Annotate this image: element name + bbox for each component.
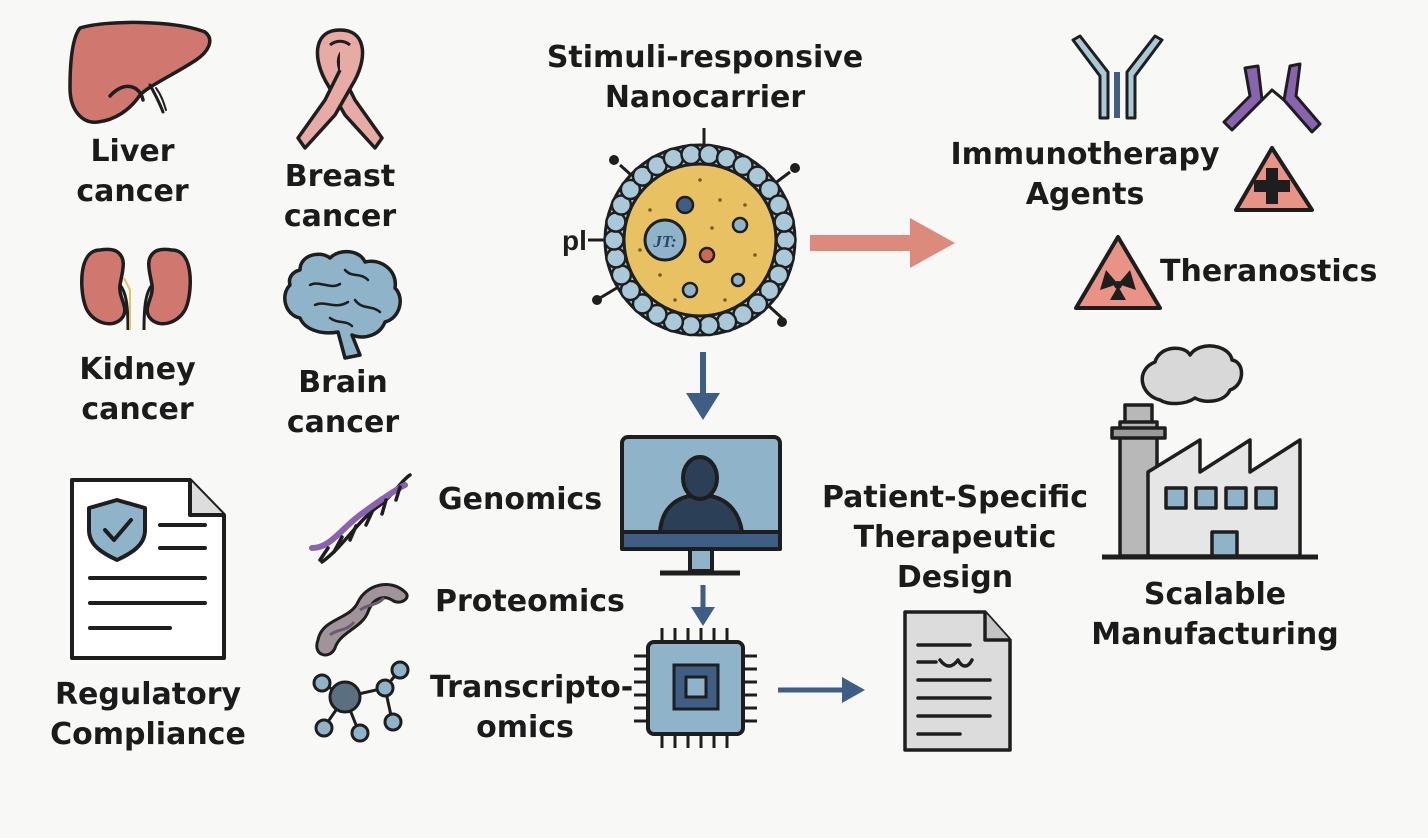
- transcriptomics-line2: omics: [476, 710, 574, 745]
- manufacturing-line2: Manufacturing: [1091, 617, 1339, 652]
- kidney-cancer-line2: cancer: [81, 392, 194, 427]
- liver-cancer-line2: cancer: [76, 174, 189, 209]
- arrow-to-immunotherapy: [810, 218, 955, 268]
- computer-monitor-icon: [620, 435, 782, 576]
- therapeutic-design-line2: Therapeutic: [853, 520, 1057, 555]
- breast-cancer-line2: cancer: [283, 199, 397, 234]
- breast-cancer-line1: Breast: [284, 159, 396, 194]
- immunotherapy-line1: Immunotherapy: [950, 137, 1220, 172]
- ph-label: pl: [562, 225, 587, 256]
- brain-cancer-line1: Brain: [298, 365, 388, 400]
- arrow-to-therapeutic-design: [778, 677, 865, 703]
- theranostics-text: Theranostics: [1160, 254, 1378, 289]
- transcriptomics-line1: Transcripto-: [430, 670, 634, 705]
- brain-cancer-line2: cancer: [286, 405, 400, 440]
- regulatory-compliance-label: Regulatory Compliance: [38, 675, 258, 755]
- nanocarrier-title-line2: Nanocarrier: [604, 80, 806, 115]
- kidney-cancer-label: Kidney cancer: [60, 350, 215, 430]
- liver-cancer-label: Liver cancer: [60, 132, 205, 212]
- radiation-warning-icon: [1074, 235, 1162, 310]
- theranostics-label: Theranostics: [1160, 252, 1390, 292]
- brain-icon: [283, 249, 402, 360]
- nanocarrier-particle: [588, 128, 800, 337]
- liver-icon: [68, 20, 212, 124]
- genomics-label: Genomics: [438, 480, 618, 520]
- brain-cancer-label: Brain cancer: [268, 363, 418, 443]
- immunotherapy-label: Immunotherapy Agents: [940, 135, 1230, 215]
- therapeutic-design-line1: Patient-Specific: [821, 480, 1089, 515]
- genomics-text: Genomics: [438, 482, 603, 517]
- kidneys-icon: [80, 247, 192, 331]
- liver-cancer-line1: Liver: [90, 134, 175, 169]
- therapeutic-design-label: Patient-Specific Therapeutic Design: [810, 478, 1100, 598]
- immunotherapy-line2: Agents: [1025, 177, 1145, 212]
- ribbon-icon: [296, 28, 384, 150]
- therapeutic-design-line3: Design: [896, 560, 1014, 595]
- nanocarrier-core-glyph: JT:: [652, 232, 676, 251]
- regulatory-document-icon: [70, 478, 226, 660]
- transcriptomics-label: Transcripto- omics: [430, 668, 634, 748]
- medical-warning-icon: [1234, 146, 1314, 212]
- design-document-icon: [903, 610, 1012, 752]
- antibody-purple-icon: [1222, 62, 1322, 134]
- kidney-cancer-line1: Kidney: [79, 352, 196, 387]
- scalable-manufacturing-label: Scalable Manufacturing: [1080, 575, 1350, 655]
- breast-cancer-label: Breast cancer: [265, 157, 415, 237]
- regulatory-line2: Compliance: [50, 717, 246, 752]
- processor-chip-icon: [634, 628, 757, 748]
- arrow-to-computer: [686, 352, 720, 420]
- protein-icon: [315, 583, 409, 657]
- arrow-to-chip: [691, 585, 715, 626]
- regulatory-line1: Regulatory: [54, 677, 242, 712]
- network-icon: [312, 660, 410, 743]
- manufacturing-line1: Scalable: [1143, 577, 1287, 612]
- antibody-icon: [1071, 34, 1164, 120]
- dna-icon: [309, 473, 412, 564]
- nanocarrier-title: Stimuli-responsive Nanocarrier: [520, 38, 890, 118]
- proteomics-text: Proteomics: [435, 584, 625, 619]
- factory-icon: [1102, 344, 1318, 560]
- proteomics-label: Proteomics: [435, 582, 625, 622]
- nanocarrier-title-line1: Stimuli-responsive: [546, 40, 864, 75]
